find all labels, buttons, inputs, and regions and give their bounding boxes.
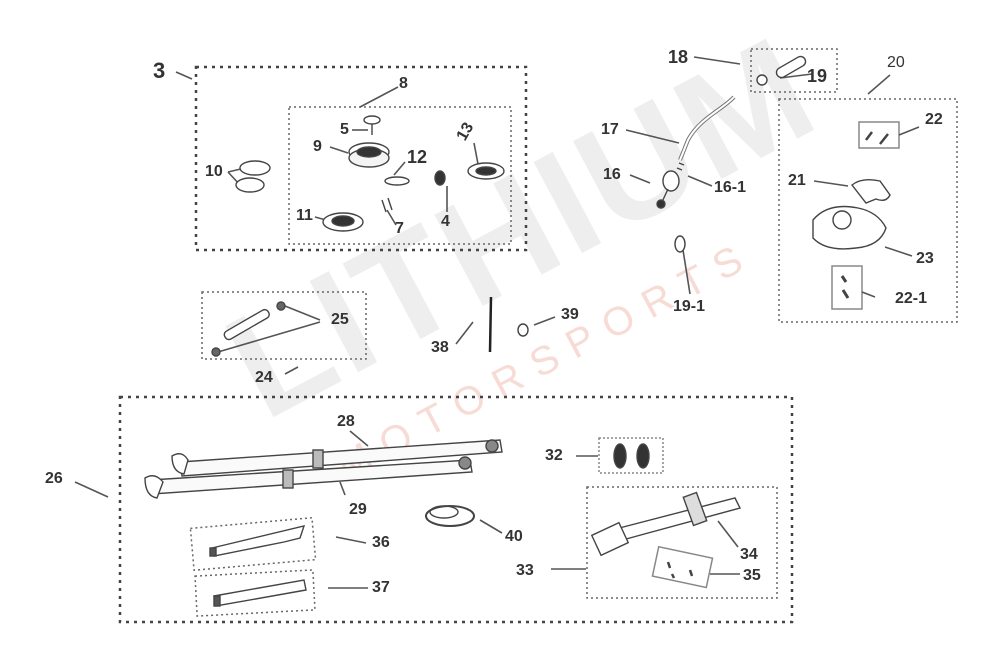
callout-33: 33 bbox=[516, 562, 534, 579]
callout-26: 26 bbox=[45, 470, 63, 487]
callout-8: 8 bbox=[399, 75, 408, 92]
callout-12: 12 bbox=[407, 147, 428, 167]
group-33-box bbox=[586, 486, 778, 599]
callout-21: 21 bbox=[788, 172, 806, 189]
callout-28: 28 bbox=[337, 413, 355, 430]
part-36-box bbox=[189, 516, 317, 572]
callout-40: 40 bbox=[505, 528, 523, 545]
callout-10: 10 bbox=[205, 163, 223, 180]
part-22-1-box bbox=[831, 265, 863, 310]
callout-22-1: 22-1 bbox=[895, 290, 928, 307]
part-37-box bbox=[194, 569, 316, 617]
callout-18: 18 bbox=[668, 47, 689, 67]
callout-23: 23 bbox=[916, 250, 934, 267]
callout-17: 17 bbox=[601, 121, 619, 138]
callout-11: 11 bbox=[296, 207, 313, 224]
callout-24: 24 bbox=[255, 369, 273, 386]
callout-16-1: 16-1 bbox=[714, 179, 747, 196]
callout-35: 35 bbox=[743, 567, 761, 584]
callout-36: 36 bbox=[372, 534, 390, 551]
part-35-box bbox=[651, 545, 714, 589]
part-32-box bbox=[598, 437, 664, 474]
callout-37: 37 bbox=[372, 579, 390, 596]
callout-3: 3 bbox=[153, 58, 166, 83]
callout-5: 5 bbox=[340, 121, 349, 138]
callout-25: 25 bbox=[331, 311, 349, 328]
group-20-box bbox=[778, 98, 958, 323]
group-8-box bbox=[288, 106, 512, 245]
callout-9: 9 bbox=[313, 138, 322, 155]
callout-19-1: 19-1 bbox=[673, 298, 706, 315]
callout-19: 19 bbox=[807, 66, 828, 86]
callout-4: 4 bbox=[441, 213, 450, 230]
group-26-box bbox=[118, 395, 794, 624]
part-22-box bbox=[858, 121, 900, 149]
callout-32: 32 bbox=[545, 447, 563, 464]
callout-39: 39 bbox=[561, 306, 579, 323]
callout-22: 22 bbox=[925, 111, 943, 128]
callout-29: 29 bbox=[349, 501, 367, 518]
group-18-box bbox=[750, 48, 838, 93]
callout-38: 38 bbox=[431, 339, 449, 356]
callout-7: 7 bbox=[395, 220, 404, 237]
group-24-box bbox=[201, 291, 367, 360]
callout-34: 34 bbox=[740, 546, 758, 563]
callout-16: 16 bbox=[603, 166, 621, 183]
callout-20: 20 bbox=[887, 54, 905, 71]
